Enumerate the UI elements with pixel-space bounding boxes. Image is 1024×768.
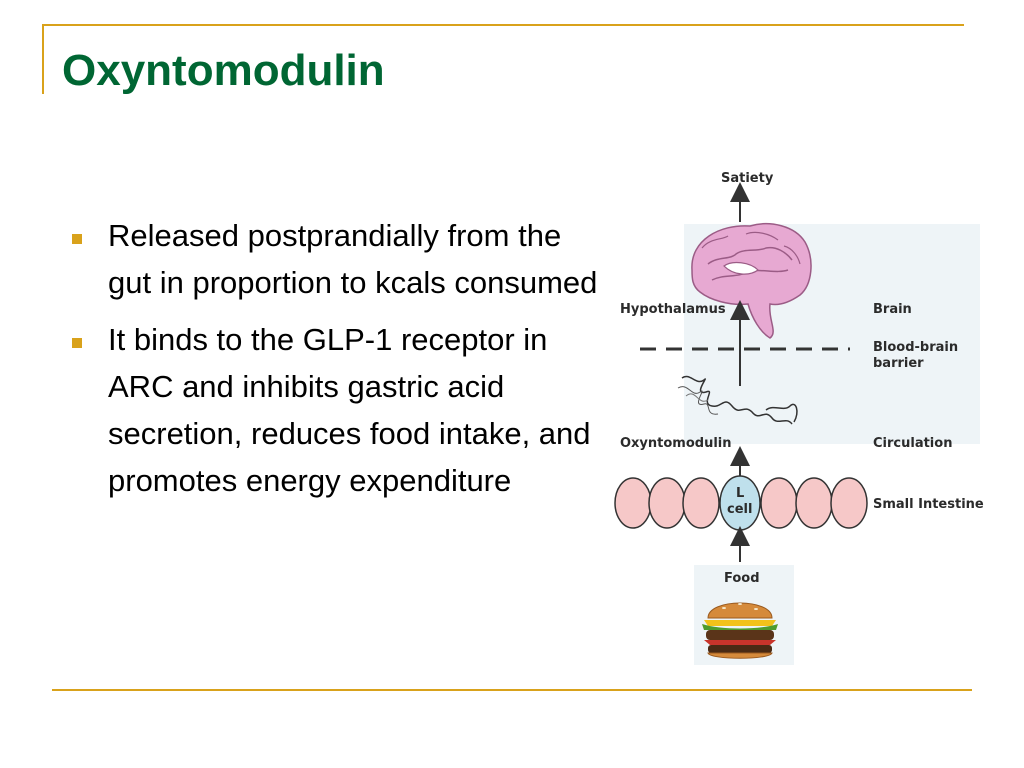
circulation-label: Circulation bbox=[873, 436, 952, 451]
satiety-label: Satiety bbox=[721, 171, 774, 186]
footer-rule bbox=[52, 689, 972, 691]
bullet-text: Released postprandially from the gut in … bbox=[108, 218, 598, 300]
l-cell-label-2: cell bbox=[727, 502, 752, 517]
square-bullet-icon bbox=[72, 338, 82, 348]
food-label: Food bbox=[724, 571, 760, 586]
intestine-cell bbox=[795, 477, 833, 529]
brain-icon bbox=[691, 223, 812, 339]
slide-title: Oxyntomodulin bbox=[62, 46, 385, 95]
bullet-list: Released postprandially from the gut in … bbox=[70, 212, 610, 514]
small-intestine-label: Small Intestine bbox=[873, 497, 984, 512]
peptide-icon bbox=[677, 375, 798, 425]
l-cell-label: L bbox=[736, 486, 744, 501]
bullet-item: Released postprandially from the gut in … bbox=[70, 212, 610, 306]
square-bullet-icon bbox=[72, 234, 82, 244]
oxyntomodulin-label: Oxyntomodulin bbox=[620, 436, 732, 451]
intestine-cell bbox=[682, 477, 720, 529]
hamburger-icon bbox=[702, 602, 778, 659]
header-rule-vertical bbox=[42, 24, 44, 94]
brain-label: Brain bbox=[873, 302, 912, 317]
oxyntomodulin-pathway-diagram: Satiety Hypothalamus Brain Blood-brain b… bbox=[614, 171, 984, 665]
intestine-cell bbox=[830, 477, 868, 529]
small-intestine-cells bbox=[614, 475, 868, 531]
intestine-cell bbox=[614, 477, 652, 529]
intestine-cell bbox=[648, 477, 686, 529]
hypothalamus-label: Hypothalamus bbox=[620, 302, 726, 317]
bullet-item: It binds to the GLP-1 receptor in ARC an… bbox=[70, 316, 610, 504]
blood-brain-barrier-label: Blood-brain bbox=[873, 340, 958, 355]
header-rule-horizontal bbox=[42, 24, 964, 26]
bullet-text: It binds to the GLP-1 receptor in ARC an… bbox=[108, 322, 591, 498]
intestine-cell bbox=[760, 477, 798, 529]
blood-brain-barrier-label-2: barrier bbox=[873, 356, 924, 371]
